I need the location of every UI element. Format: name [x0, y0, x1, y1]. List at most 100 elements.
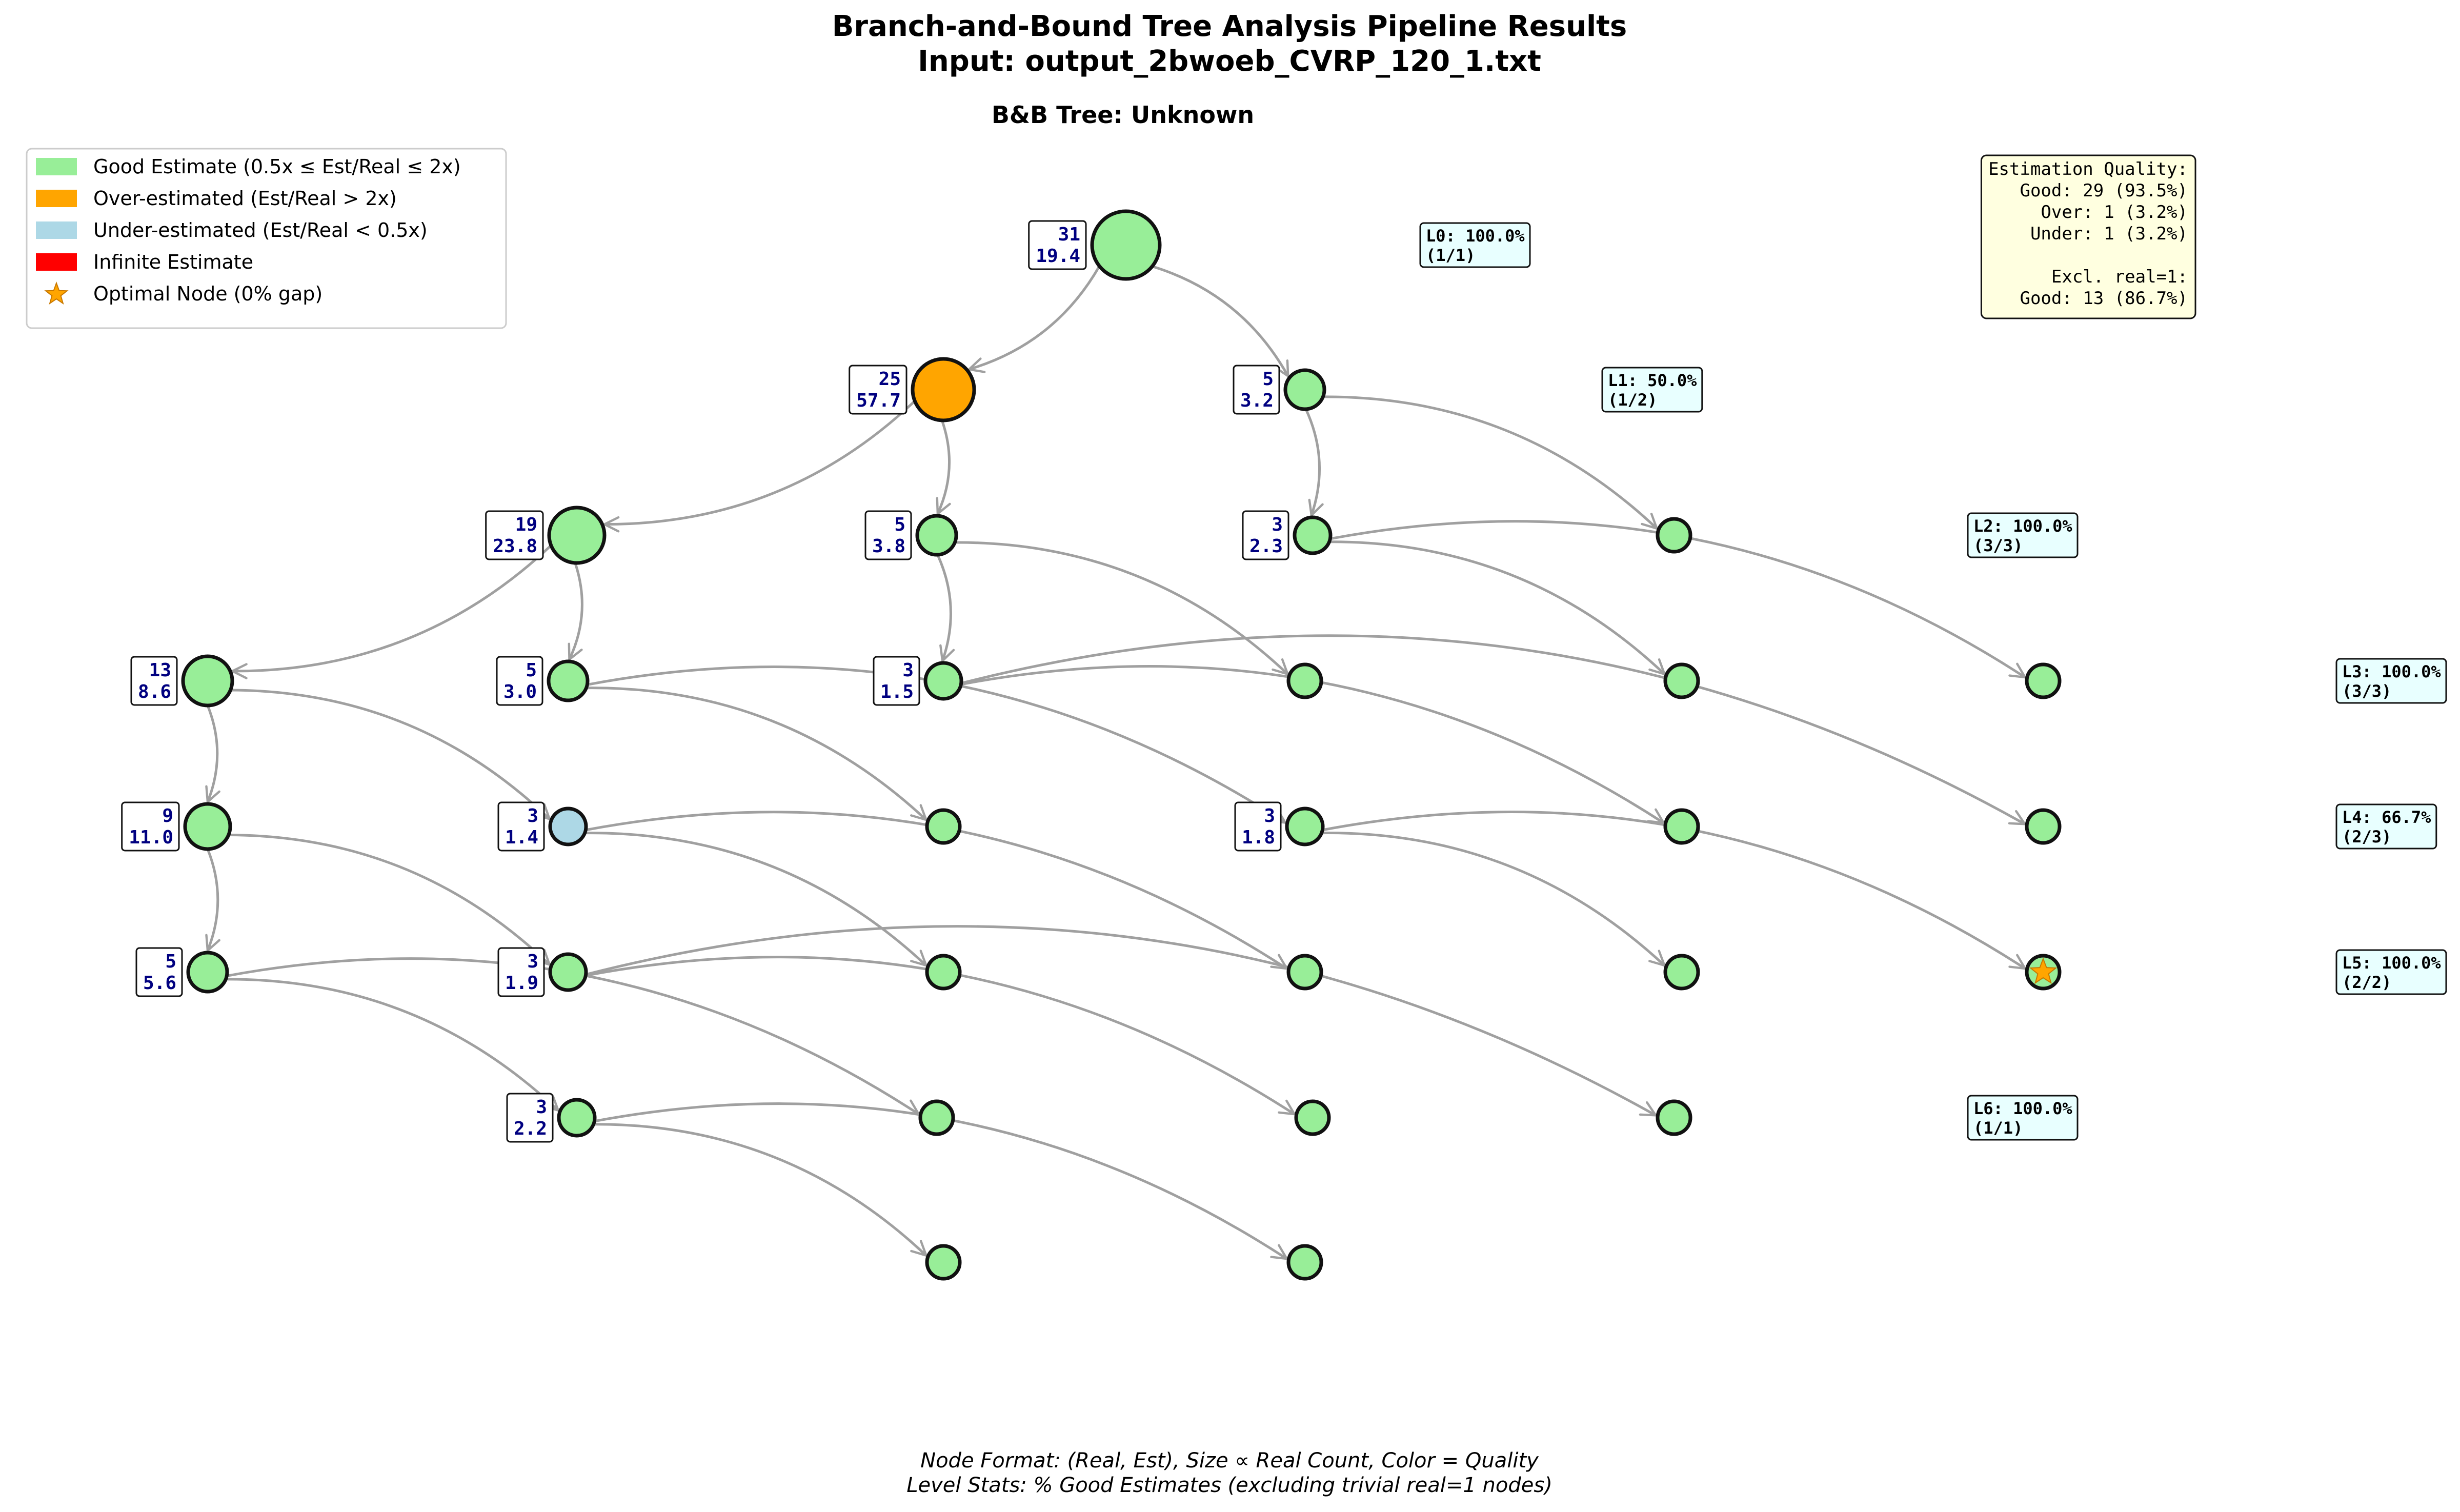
edge-C-G	[1323, 395, 1658, 530]
node-label-box	[873, 656, 920, 706]
tree-node-A[interactable]	[1090, 209, 1162, 281]
node-label-box	[135, 947, 183, 997]
level-stat-count: (3/3)	[1973, 536, 2023, 555]
tree-node-G[interactable]	[1656, 517, 1692, 554]
level-stat-percent: L2: 100.0%	[1973, 516, 2072, 536]
legend-item-2: Under-estimated (Est/Real < 0.5x)	[36, 219, 428, 241]
estimation-quality-box: Estimation Quality:Good: 29 (93.5%)Over:…	[1980, 154, 2196, 319]
node-label-box	[1233, 365, 1280, 415]
tree-node-N[interactable]	[183, 802, 232, 851]
tree-node-C[interactable]	[1283, 368, 1326, 411]
legend-label: Good Estimate (0.5x ≤ Est/Real ≤ 2x)	[93, 155, 461, 178]
node-real-count: 3	[527, 951, 538, 972]
edge-N-U	[228, 834, 551, 966]
edge-A-C	[1152, 265, 1289, 377]
tree-node-Z[interactable]	[557, 1098, 597, 1138]
node-est-value: 5.6	[143, 973, 176, 994]
tree-node-W[interactable]	[1286, 954, 1323, 991]
tree-node-AB[interactable]	[1294, 1099, 1331, 1136]
quality-line-2: Over: 1 (3.2%)	[2041, 202, 2188, 223]
quality-line-1: Good: 29 (93.5%)	[2020, 180, 2188, 201]
edge-T-Z	[226, 978, 559, 1112]
node-real-count: 5	[894, 514, 905, 535]
node-est-value: 2.2	[514, 1118, 547, 1139]
node-real-count: 19	[515, 514, 537, 535]
node-est-value: 3.2	[1240, 390, 1274, 411]
node-est-value: 1.8	[1242, 827, 1275, 848]
quality-line-3: Under: 1 (3.2%)	[2030, 224, 2188, 244]
node-label-box	[1242, 510, 1289, 560]
level-stat-L3: L3: 100.0%(3/3)	[2335, 658, 2447, 704]
level-stats-layer: L0: 100.0%(1/1)L1: 50.0%(1/2)L2: 100.0%(…	[1419, 222, 2447, 1141]
node-label-box	[864, 510, 912, 560]
tree-node-AD[interactable]	[925, 1244, 962, 1281]
edge-U-AC	[586, 925, 1657, 1117]
level-stat-box	[1967, 1095, 2079, 1141]
edge-D-I	[568, 562, 583, 661]
node-est-value: 3.0	[503, 681, 537, 702]
node-label-box	[121, 801, 180, 852]
edge-J-S	[961, 634, 2026, 825]
legend-item-0: Good Estimate (0.5x ≤ Est/Real ≤ 2x)	[36, 155, 461, 178]
edge-B-E	[936, 420, 951, 515]
node-labels-layer: 3119.42557.753.21923.853.832.3138.653.03…	[121, 220, 1289, 1143]
edge-E-J	[936, 554, 955, 662]
node-real-count: 13	[149, 660, 171, 681]
tree-node-H[interactable]	[181, 654, 234, 708]
legend-swatch	[36, 253, 77, 271]
node-label-I: 53.0	[496, 656, 543, 706]
level-stat-percent: L4: 66.7%	[2342, 808, 2431, 827]
level-stat-box	[1601, 367, 1703, 413]
quality-line-0: Estimation Quality:	[1988, 159, 2188, 179]
tree-node-M[interactable]	[2025, 662, 2062, 699]
tree-node-Q[interactable]	[1285, 807, 1325, 846]
tree-node-AE[interactable]	[1286, 1244, 1323, 1281]
tree-node-X[interactable]	[1663, 954, 1700, 991]
legend: Good Estimate (0.5x ≤ Est/Real ≤ 2x)Over…	[26, 148, 507, 329]
legend-star-icon	[44, 281, 69, 305]
tree-node-P[interactable]	[925, 808, 962, 845]
tree-node-B[interactable]	[911, 357, 976, 422]
level-stat-count: (1/1)	[1426, 246, 1475, 265]
tree-node-O[interactable]	[548, 807, 588, 846]
level-stat-count: (1/2)	[1608, 390, 1657, 410]
node-label-J: 31.5	[873, 656, 920, 706]
tree-node-S[interactable]	[2025, 808, 2062, 845]
level-stat-L0: L0: 100.0%(1/1)	[1419, 222, 1531, 268]
tree-node-AA[interactable]	[918, 1099, 955, 1136]
tree-subtitle: B&B Tree: Unknown	[992, 101, 1254, 129]
node-real-count: 9	[162, 805, 173, 826]
node-label-U: 31.9	[497, 947, 545, 997]
quality-line-5: Excl. real=1:	[2051, 267, 2188, 287]
tree-node-T[interactable]	[186, 951, 229, 994]
node-label-box	[506, 1093, 554, 1143]
edge-O-V	[584, 832, 927, 967]
node-real-count: 3	[1272, 514, 1283, 535]
legend-frame	[26, 148, 507, 329]
level-stat-percent: L0: 100.0%	[1426, 226, 1525, 246]
optimal-star-icon	[2029, 957, 2058, 984]
edge-H-O	[230, 689, 551, 820]
tree-node-I[interactable]	[547, 659, 590, 702]
tree-node-D[interactable]	[547, 506, 607, 565]
node-label-Q: 31.8	[1234, 801, 1282, 852]
tree-node-K[interactable]	[1286, 662, 1323, 699]
tree-node-AC[interactable]	[1656, 1099, 1692, 1136]
node-label-box	[130, 656, 178, 706]
tree-node-V[interactable]	[925, 954, 962, 991]
tree-node-F[interactable]	[1293, 515, 1333, 555]
node-real-count: 3	[536, 1097, 547, 1118]
tree-node-R[interactable]	[1663, 808, 1700, 845]
level-stat-L2: L2: 100.0%(3/3)	[1967, 512, 2079, 558]
level-stat-count: (2/3)	[2342, 827, 2391, 846]
edge-H-N	[205, 705, 220, 803]
tree-node-U[interactable]	[548, 952, 588, 992]
level-stat-L6: L6: 100.0%(1/1)	[1967, 1095, 2079, 1141]
tree-node-J[interactable]	[923, 661, 963, 701]
level-stat-box	[2335, 658, 2447, 704]
legend-item-4: Optimal Node (0% gap)	[44, 281, 322, 305]
tree-node-L[interactable]	[1663, 662, 1700, 699]
tree-node-E[interactable]	[915, 514, 958, 557]
